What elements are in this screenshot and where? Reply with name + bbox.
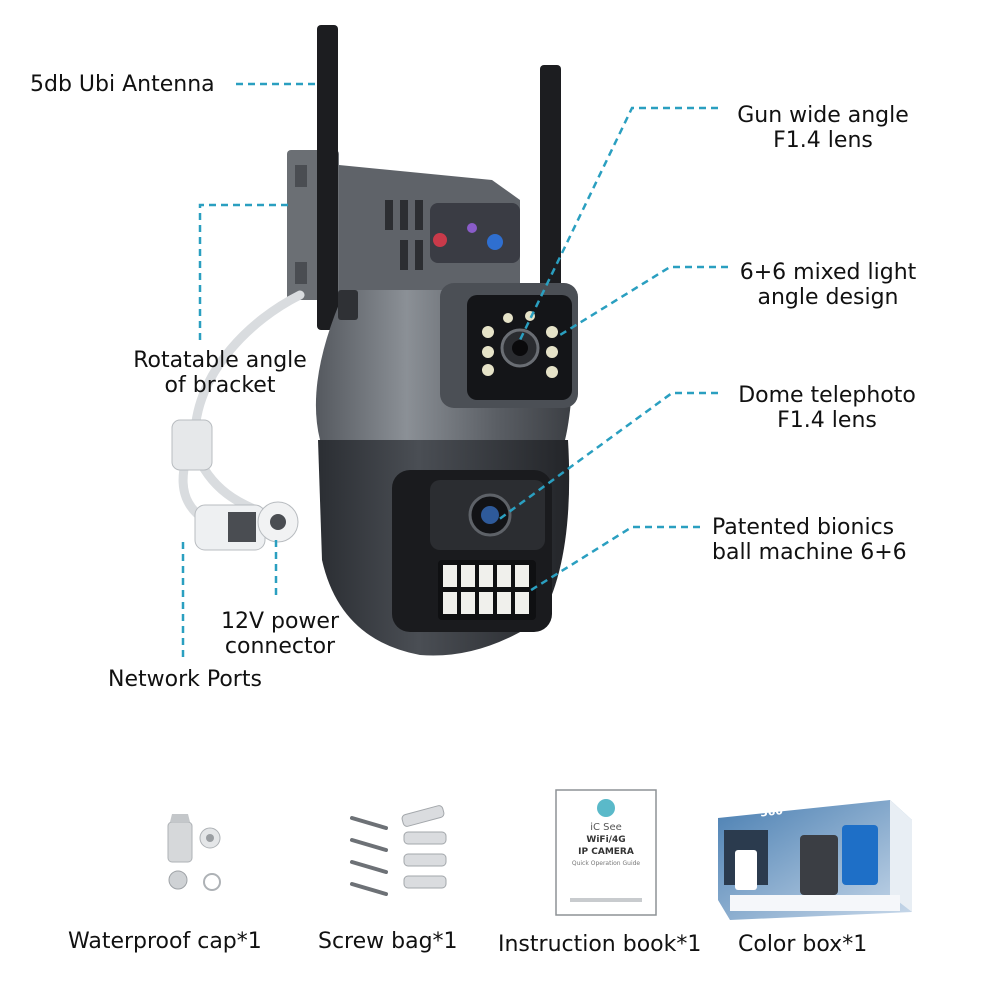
accessory-color-box: Color box*1	[738, 932, 868, 957]
callout-bionics-line2: ball machine 6+6	[712, 540, 907, 565]
callout-power: 12V power connector	[205, 609, 355, 659]
callout-gun-lens-line1: Gun wide angle	[737, 103, 909, 128]
callout-mixed-light: 6+6 mixed light angle design	[728, 260, 928, 310]
callout-dome-lens: Dome telephoto F1.4 lens	[722, 383, 932, 433]
accessory-screw-bag: Screw bag*1	[318, 929, 458, 954]
callout-dome-lens-line1: Dome telephoto	[738, 383, 916, 408]
antenna-left	[317, 25, 338, 330]
screw-bag	[350, 805, 447, 896]
callout-gun-lens-line2: F1.4 lens	[773, 128, 873, 153]
callout-bracket: Rotatable angle of bracket	[120, 348, 320, 398]
network-port	[171, 419, 266, 551]
callout-bracket-line2: of bracket	[164, 373, 276, 398]
waterproof-cap-parts	[167, 814, 221, 891]
callout-bionics-line1: Patented bionics	[712, 515, 895, 540]
dome-camera-module	[392, 470, 552, 632]
top-led-ring	[430, 203, 520, 263]
callout-network: Network Ports	[108, 667, 262, 692]
accessory-waterproof-cap: Waterproof cap*1	[68, 929, 262, 954]
callout-dome-lens-line2: F1.4 lens	[777, 408, 877, 433]
callout-bionics: Patented bionics ball machine 6+6	[712, 515, 907, 565]
callout-power-line1: 12V power	[220, 609, 340, 634]
booklet-cover: iC See WiFi/4G IP CAMERA Quick Operation…	[556, 822, 656, 870]
booklet-line2: IP CAMERA	[578, 847, 634, 857]
booklet-brand: iC See	[590, 822, 622, 833]
booklet-line3: Quick Operation Guide	[571, 860, 641, 867]
callout-power-line2: connector	[224, 634, 336, 659]
accessory-instruction-book: Instruction book*1	[498, 932, 702, 957]
leader-lines	[181, 82, 728, 660]
gun-camera-module	[440, 283, 578, 408]
callout-gun-lens: Gun wide angle F1.4 lens	[728, 103, 918, 153]
instruction-book	[555, 789, 657, 916]
callout-antenna: 5db Ubi Antenna	[30, 72, 215, 97]
booklet-line1: WiFi/4G	[586, 835, 626, 845]
antenna-right	[540, 65, 561, 310]
color-box	[718, 800, 912, 920]
callout-mixed-light-line2: angle design	[757, 285, 899, 310]
callout-mixed-light-line1: 6+6 mixed light	[739, 260, 917, 285]
cable	[178, 290, 305, 525]
callout-bracket-line1: Rotatable angle	[133, 348, 307, 373]
power-connector	[257, 501, 299, 543]
